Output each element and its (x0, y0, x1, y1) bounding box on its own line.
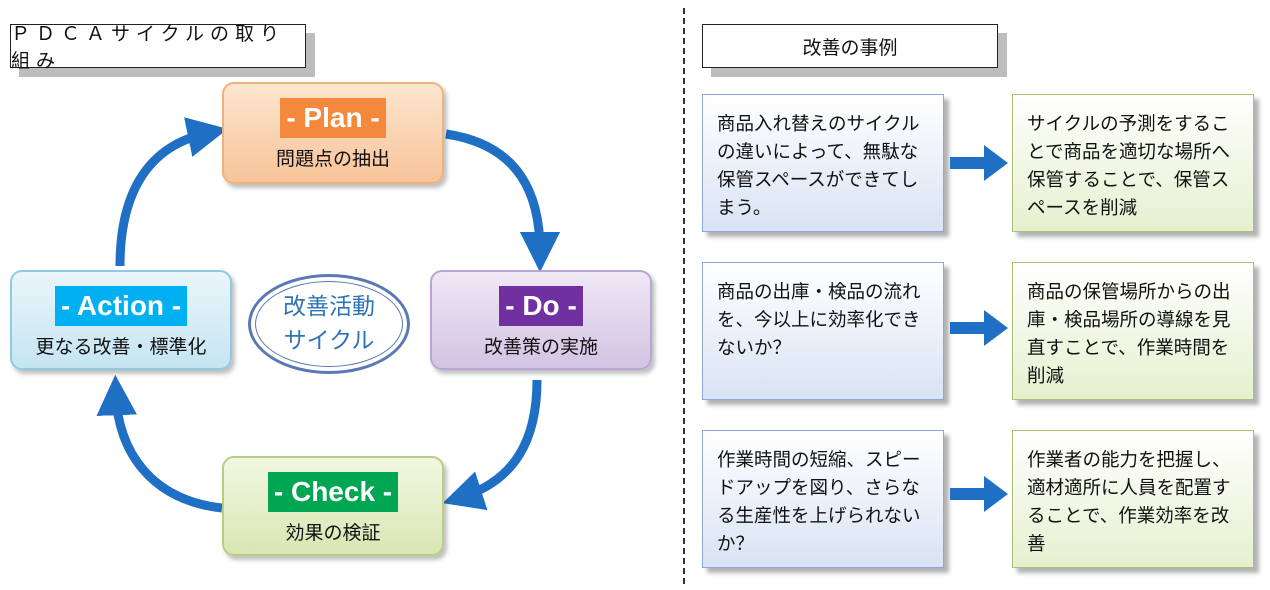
case-1-problem-text: 商品入れ替えのサイクルの違いによって、無駄な保管スペースができてしまう。 (717, 114, 920, 219)
plan-description: 問題点の抽出 (275, 148, 390, 170)
check-box: - Check - 効果の検証 (222, 456, 444, 556)
do-label: - Do - (499, 286, 583, 326)
case-1-solution: サイクルの予測をすることで商品を適切な場所へ保管することで、保管スペースを削減 (1012, 94, 1254, 232)
pdca-section-title: ＰＤＣＡサイクルの取り組み (10, 23, 306, 72)
case-2-solution: 商品の保管場所からの出庫・検品場所の導線を見直すことで、作業時間を削減 (1012, 262, 1254, 400)
examples-section-title: 改善の事例 (702, 24, 998, 68)
examples-section-title-text: 改善の事例 (802, 36, 898, 59)
case-1-problem: 商品入れ替えのサイクルの違いによって、無駄な保管スペースができてしまう。 (702, 94, 944, 232)
check-label: - Check - (267, 472, 399, 512)
center-line-2: サイクル (283, 328, 375, 354)
arrow-do-to-check (442, 379, 542, 511)
arrow-plan-to-do (445, 129, 561, 273)
case-3-problem: 作業時間の短縮、スピードアップを図り、さらなる生産性を上げられないか？ (702, 430, 944, 568)
do-box: - Do - 改善策の実施 (430, 270, 652, 370)
case-3-solution: 作業者の能力を把握し、適材適所に人員を配置することで、作業効率を改善 (1012, 430, 1254, 568)
plan-box: - Plan - 問題点の抽出 (222, 82, 444, 184)
check-description: 効果の検証 (285, 522, 381, 544)
case-2-arrow-icon (950, 310, 1008, 346)
section-divider (683, 8, 685, 584)
case-1-solution-text: サイクルの予測をすることで商品を適切な場所へ保管することで、保管スペースを削減 (1027, 114, 1230, 219)
case-2-solution-text: 商品の保管場所からの出庫・検品場所の導線を見直すことで、作業時間を削減 (1027, 282, 1231, 387)
action-label: - Action - (54, 286, 188, 326)
pdca-cycle-arrows (96, 117, 561, 513)
action-box: - Action - 更なる改善・標準化 (10, 270, 232, 370)
do-description: 改善策の実施 (483, 336, 598, 358)
action-description: 更なる改善・標準化 (35, 336, 207, 358)
arrow-action-to-plan (115, 117, 228, 267)
case-arrows (950, 145, 1008, 512)
case-1-arrow-icon (950, 145, 1008, 181)
pdca-section-title-text: ＰＤＣＡサイクルの取り組み (11, 23, 286, 72)
case-3-problem-text: 作業時間の短縮、スピードアップを図り、さらなる生産性を上げられないか？ (717, 450, 921, 555)
case-2-problem: 商品の出庫・検品の流れを、今以上に効率化できないか？ (702, 262, 944, 400)
case-3-arrow-icon (950, 476, 1008, 512)
plan-label: - Plan - (280, 98, 386, 138)
arrow-check-to-action (96, 374, 223, 513)
case-3-solution-text: 作業者の能力を把握し、適材適所に人員を配置することで、作業効率を改善 (1027, 450, 1231, 555)
center-cycle-ellipse: 改善活動 サイクル (248, 274, 410, 374)
center-line-1: 改善活動 (283, 294, 375, 320)
case-2-problem-text: 商品の出庫・検品の流れを、今以上に効率化できないか？ (717, 282, 921, 359)
